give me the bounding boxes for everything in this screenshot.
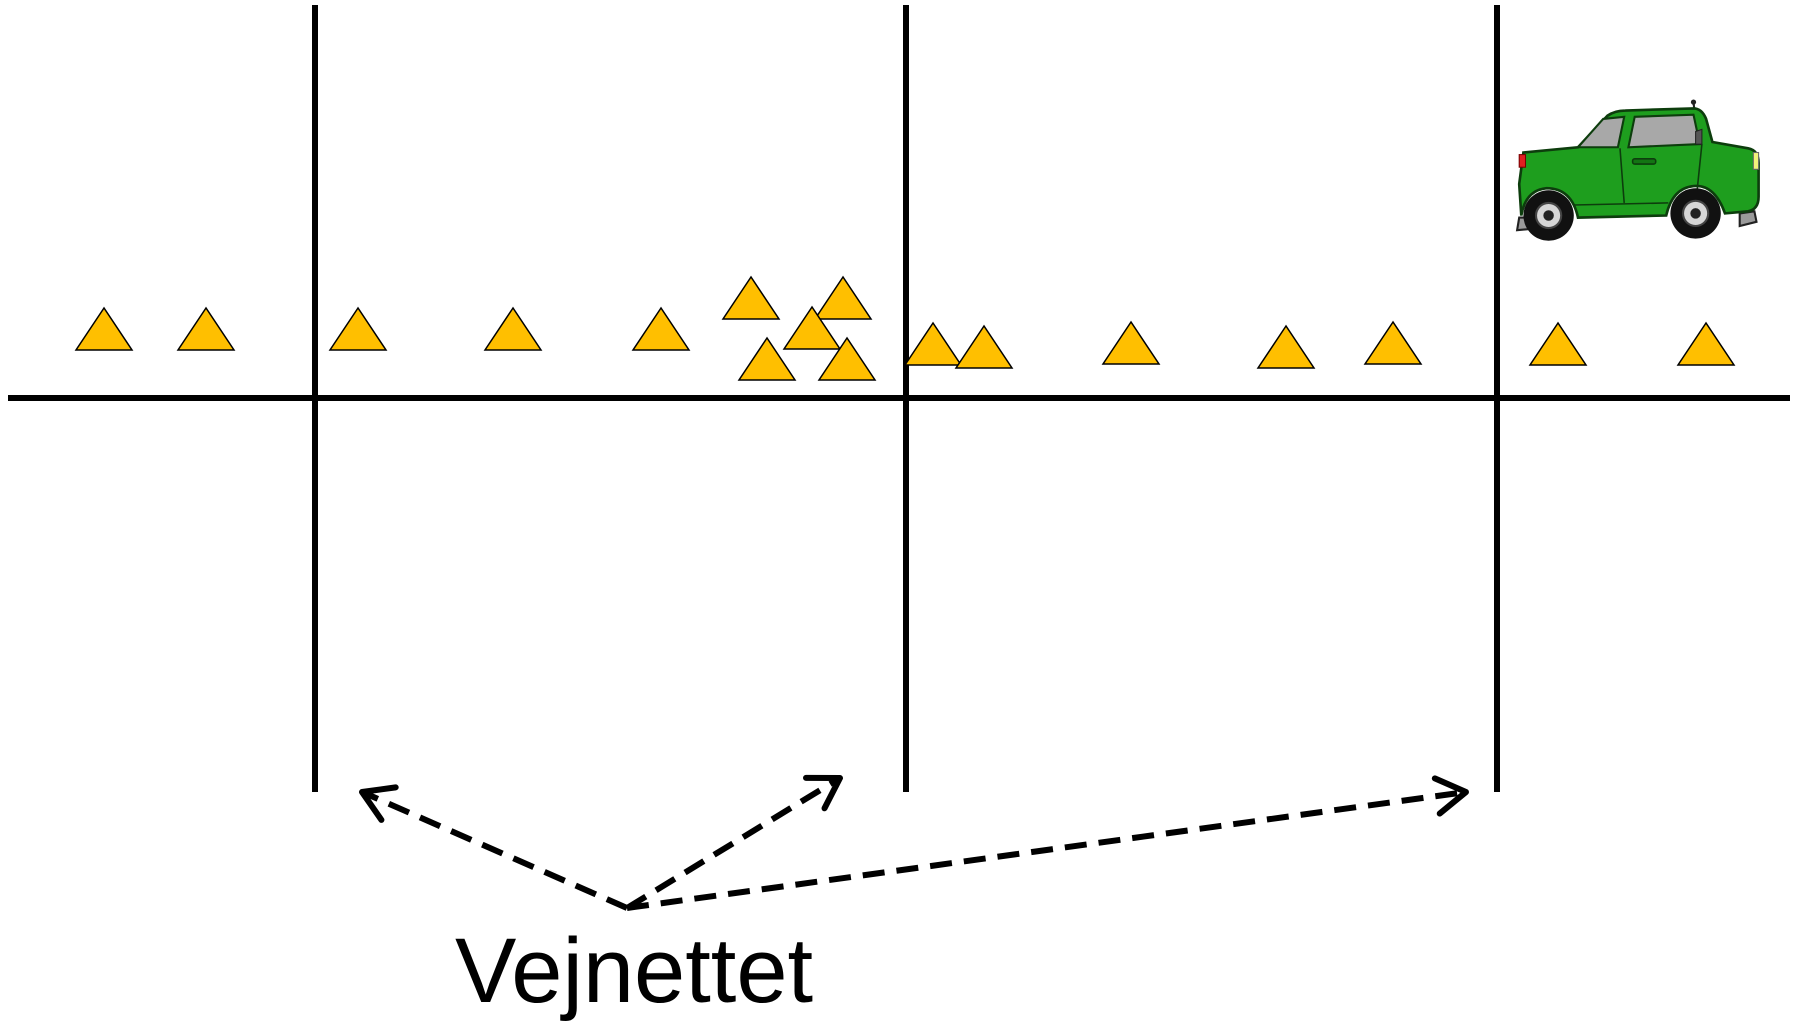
car-tail-light xyxy=(1518,154,1527,168)
warning-triangle-icon xyxy=(1528,321,1588,366)
warning-triangle-icon xyxy=(782,305,842,350)
car-head-light xyxy=(1752,151,1760,170)
car-front-hub-center xyxy=(1690,208,1701,219)
warning-triangle-icon xyxy=(1256,324,1316,369)
warning-triangle-icon xyxy=(813,275,873,320)
warning-triangle-icon xyxy=(954,324,1014,369)
marker-group xyxy=(74,275,1736,381)
warning-triangle-icon xyxy=(903,321,963,366)
warning-triangle-icon xyxy=(1101,320,1161,365)
dashed-arrow-line-2 xyxy=(625,775,842,911)
warning-triangle-icon xyxy=(176,306,236,351)
warning-triangle-icon xyxy=(74,306,134,351)
car-rear-window xyxy=(1575,115,1626,149)
arrowhead-icon xyxy=(803,774,843,812)
car-icon xyxy=(1515,99,1760,241)
arrowhead-icon xyxy=(359,784,399,823)
dashed-arrow-line-1 xyxy=(360,789,629,911)
car-antenna-tip xyxy=(1690,99,1697,105)
warning-triangle-icon xyxy=(721,275,781,320)
pointer-arrows xyxy=(359,774,1469,911)
dashed-arrow-line-3 xyxy=(626,789,1467,911)
car-front-window xyxy=(1627,113,1702,149)
warning-triangle-icon xyxy=(817,336,877,381)
car-mirror xyxy=(1695,128,1703,145)
warning-triangle-icon xyxy=(631,306,691,351)
warning-triangle-icon xyxy=(328,306,388,351)
arrowhead-icon xyxy=(1431,775,1469,817)
warning-triangle-icon xyxy=(1363,320,1423,365)
car-door-handle xyxy=(1631,158,1657,165)
car-front-bumper xyxy=(1738,210,1758,228)
road-lines xyxy=(8,5,1790,792)
warning-triangle-icon xyxy=(1676,321,1736,366)
car-lower-trim xyxy=(1573,202,1669,206)
road-network-label: Vejnettet xyxy=(455,920,814,1022)
warning-triangle-icon xyxy=(737,336,797,381)
warning-triangle-icon xyxy=(483,306,543,351)
car-rear-hub-center xyxy=(1543,210,1554,221)
